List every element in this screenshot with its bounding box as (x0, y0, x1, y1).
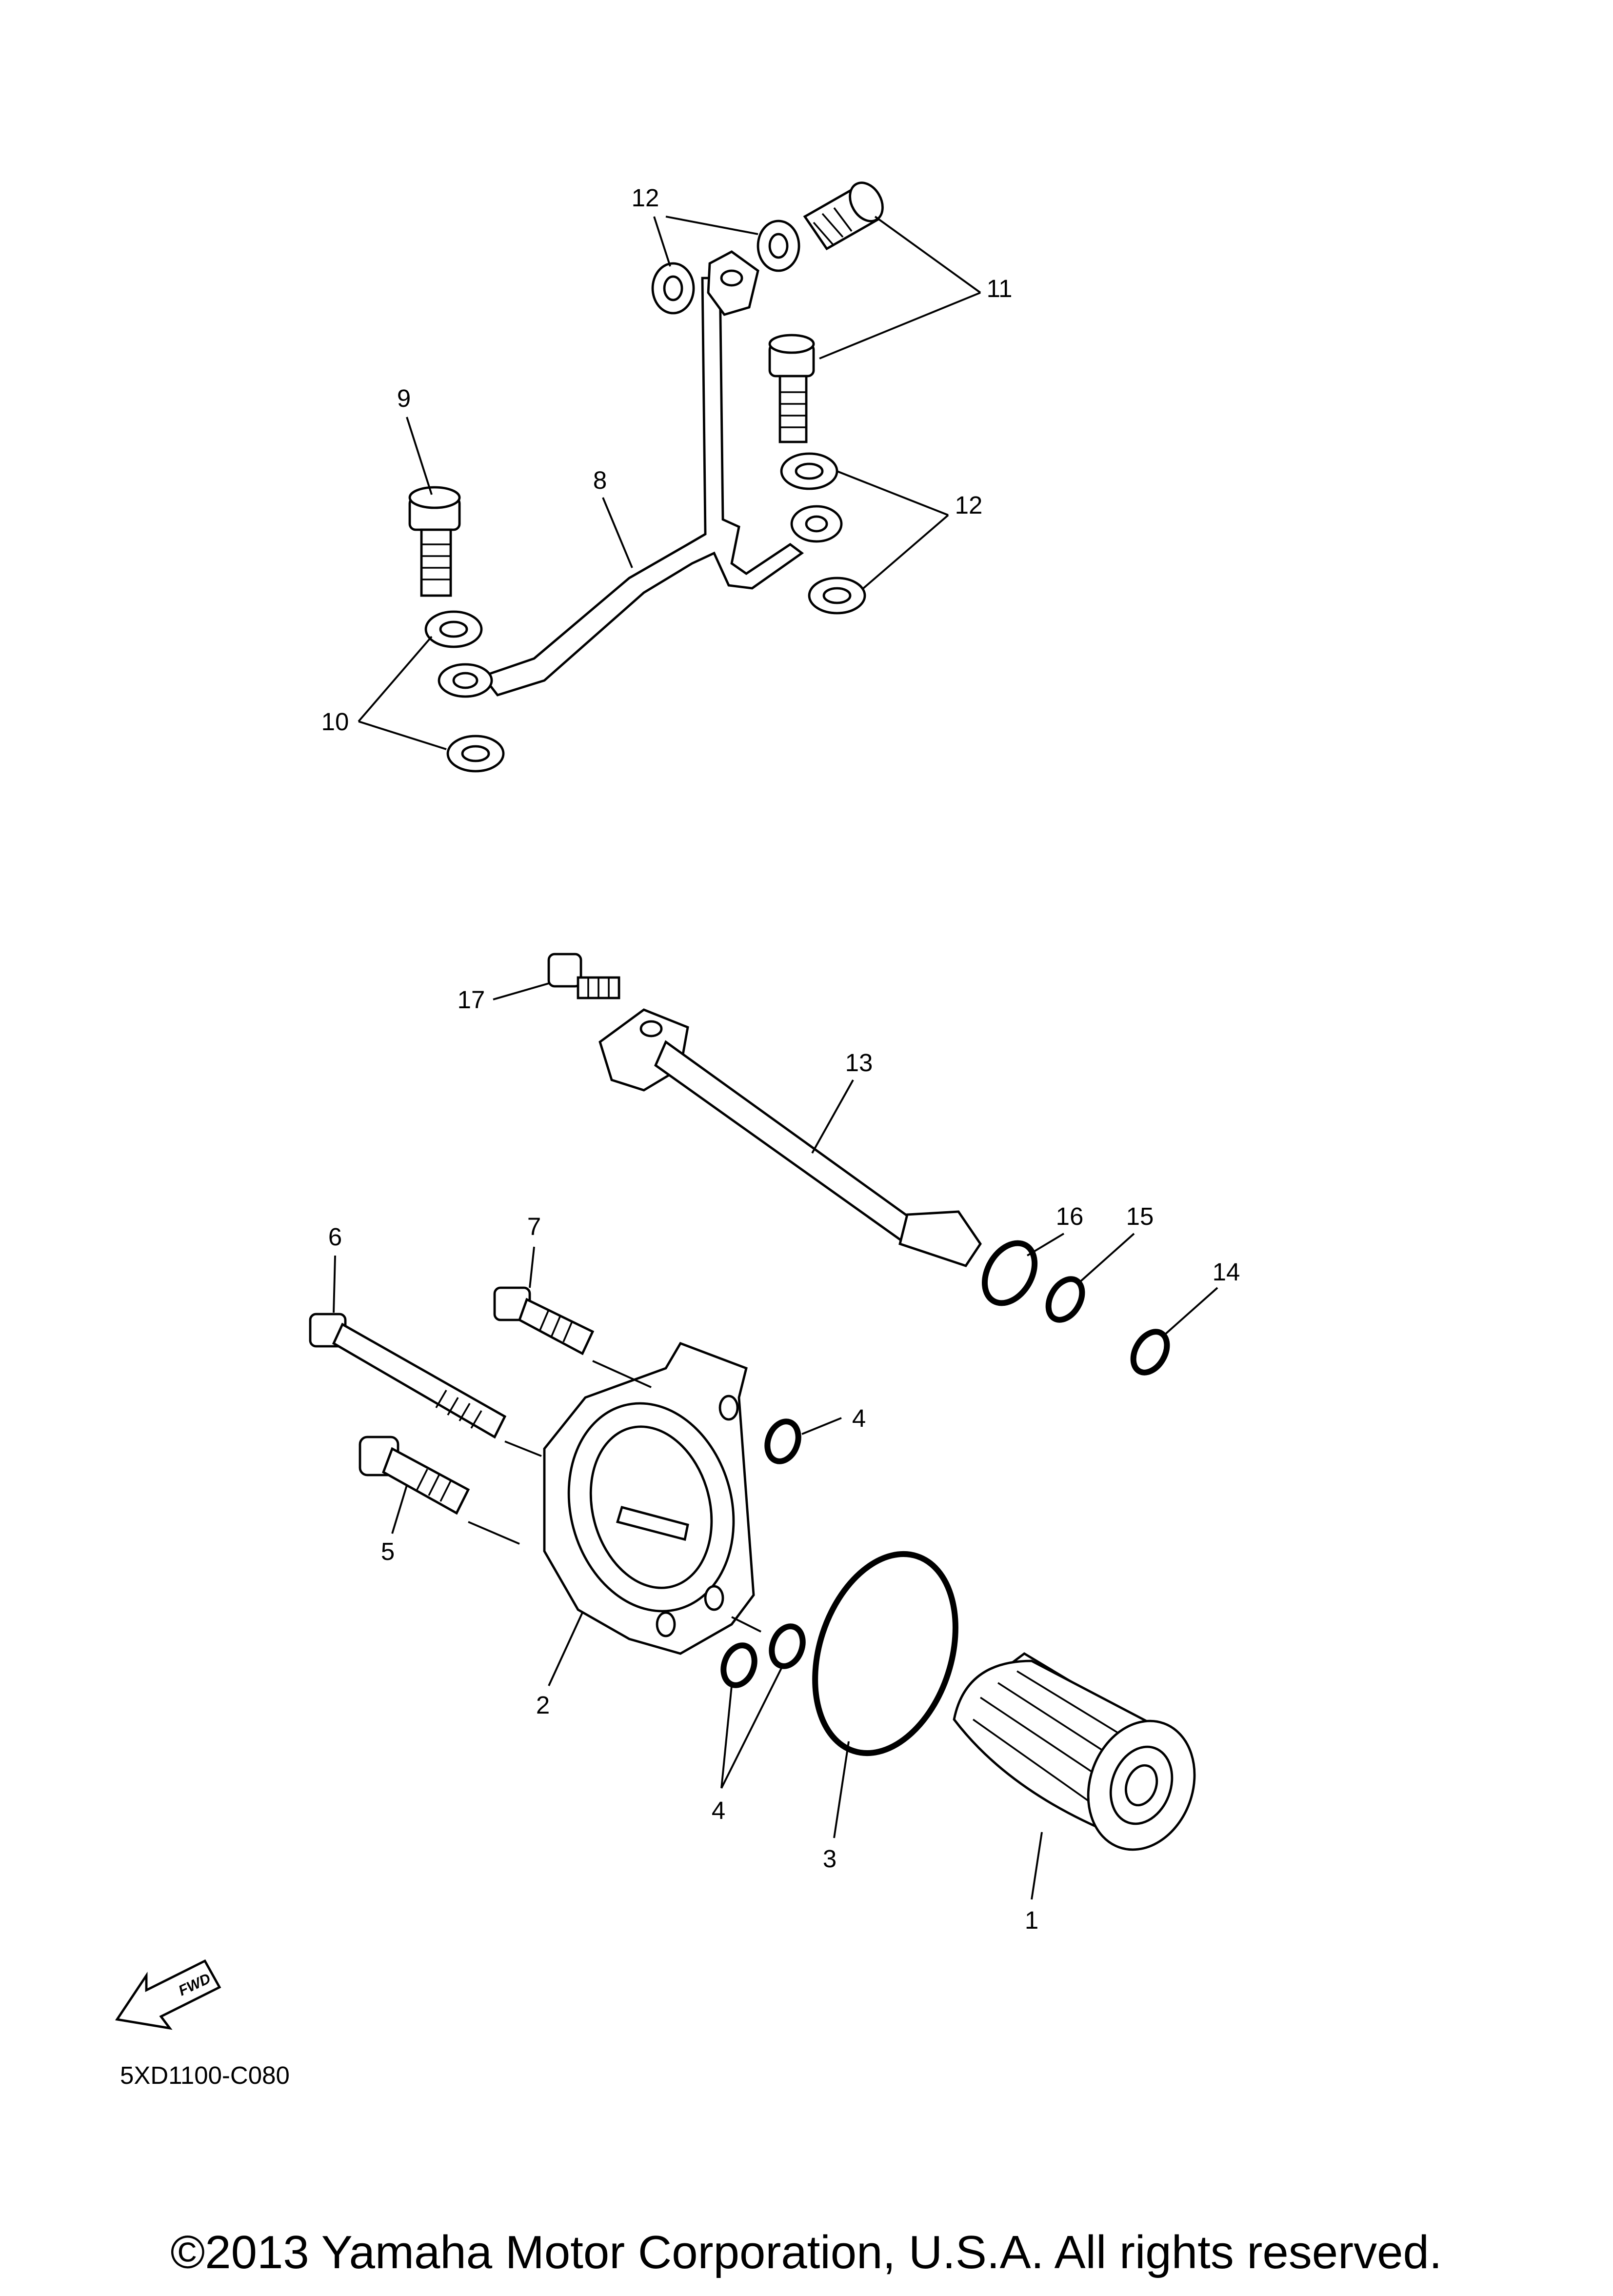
callout-17: 17 (458, 986, 485, 1014)
o-rings-upper (981, 1240, 1170, 1376)
bolt-part-7 (493, 1286, 595, 1356)
callout-7: 7 (527, 1213, 541, 1240)
copyright-notice: ©2013 Yamaha Motor Corporation, U.S.A. A… (171, 2226, 1442, 2278)
oil-pipe-part-8 (438, 250, 843, 698)
union-bolt-part-9 (408, 486, 461, 597)
callout-15: 15 (1126, 1202, 1154, 1230)
callout-5: 5 (381, 1537, 395, 1565)
bolt-part-5 (358, 1436, 470, 1515)
filter-cover-part-2 (543, 1342, 755, 1655)
callout-4-lower: 4 (712, 1797, 725, 1824)
callout-9: 9 (397, 384, 411, 412)
callout-10: 10 (321, 708, 349, 736)
callout-11: 11 (987, 275, 1013, 302)
callout-12-upper: 12 (632, 184, 659, 212)
callout-12-lower: 12 (955, 491, 983, 519)
callout-1: 1 (1025, 1906, 1038, 1934)
callout-3: 3 (823, 1845, 836, 1873)
union-bolt-part-11-upper (803, 181, 884, 251)
callout-2: 2 (536, 1691, 550, 1719)
callout-14: 14 (1213, 1258, 1240, 1286)
bolt-part-17 (547, 953, 620, 999)
forward-arrow-icon: FWD (115, 1959, 221, 2030)
oil-delivery-pipe-part-13 (598, 1008, 982, 1267)
gaskets (424, 220, 866, 773)
callout-13: 13 (845, 1049, 873, 1077)
callout-16: 16 (1056, 1202, 1084, 1230)
callout-6: 6 (328, 1223, 342, 1251)
bolt-part-6 (309, 1313, 507, 1439)
oil-filter-part-1 (953, 1652, 1196, 1851)
callout-4-upper: 4 (852, 1404, 866, 1432)
callout-8: 8 (593, 466, 607, 494)
leader-lines (333, 216, 1218, 1900)
o-rings-lower (720, 1418, 958, 1757)
union-bolt-part-11-lower (768, 334, 815, 443)
diagram-code: 5XD1100-C080 (120, 2061, 290, 2089)
callout-labels: 12 11 9 8 12 10 17 13 16 15 14 6 7 4 5 2… (321, 184, 1240, 1934)
